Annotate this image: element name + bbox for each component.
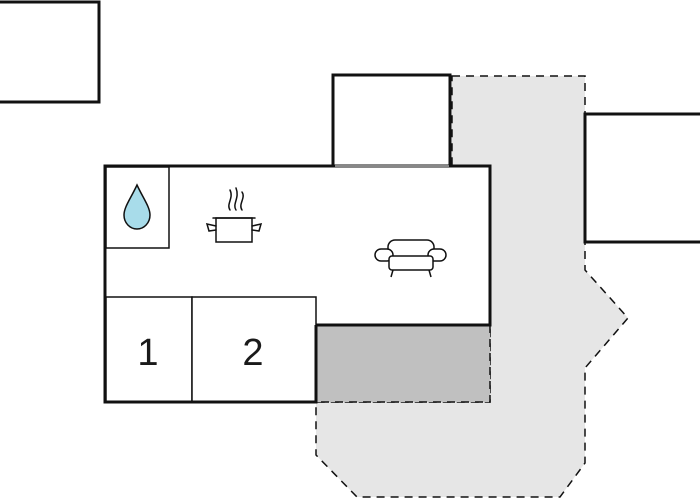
covered-terrace	[316, 325, 490, 402]
bedroom-1	[105, 296, 193, 403]
covered-terrace-outline	[316, 325, 491, 403]
bedroom-1-label: 1	[137, 332, 158, 374]
annex-room	[331, 73, 452, 168]
neighbor-building-right	[583, 112, 700, 244]
cooking-pot-icon	[205, 187, 263, 243]
sofa-icon	[374, 239, 447, 278]
water-drop-icon	[123, 183, 151, 230]
bedroom-2-label: 2	[242, 332, 263, 374]
bathroom	[105, 166, 170, 249]
neighbor-building-left	[0, 0, 101, 104]
